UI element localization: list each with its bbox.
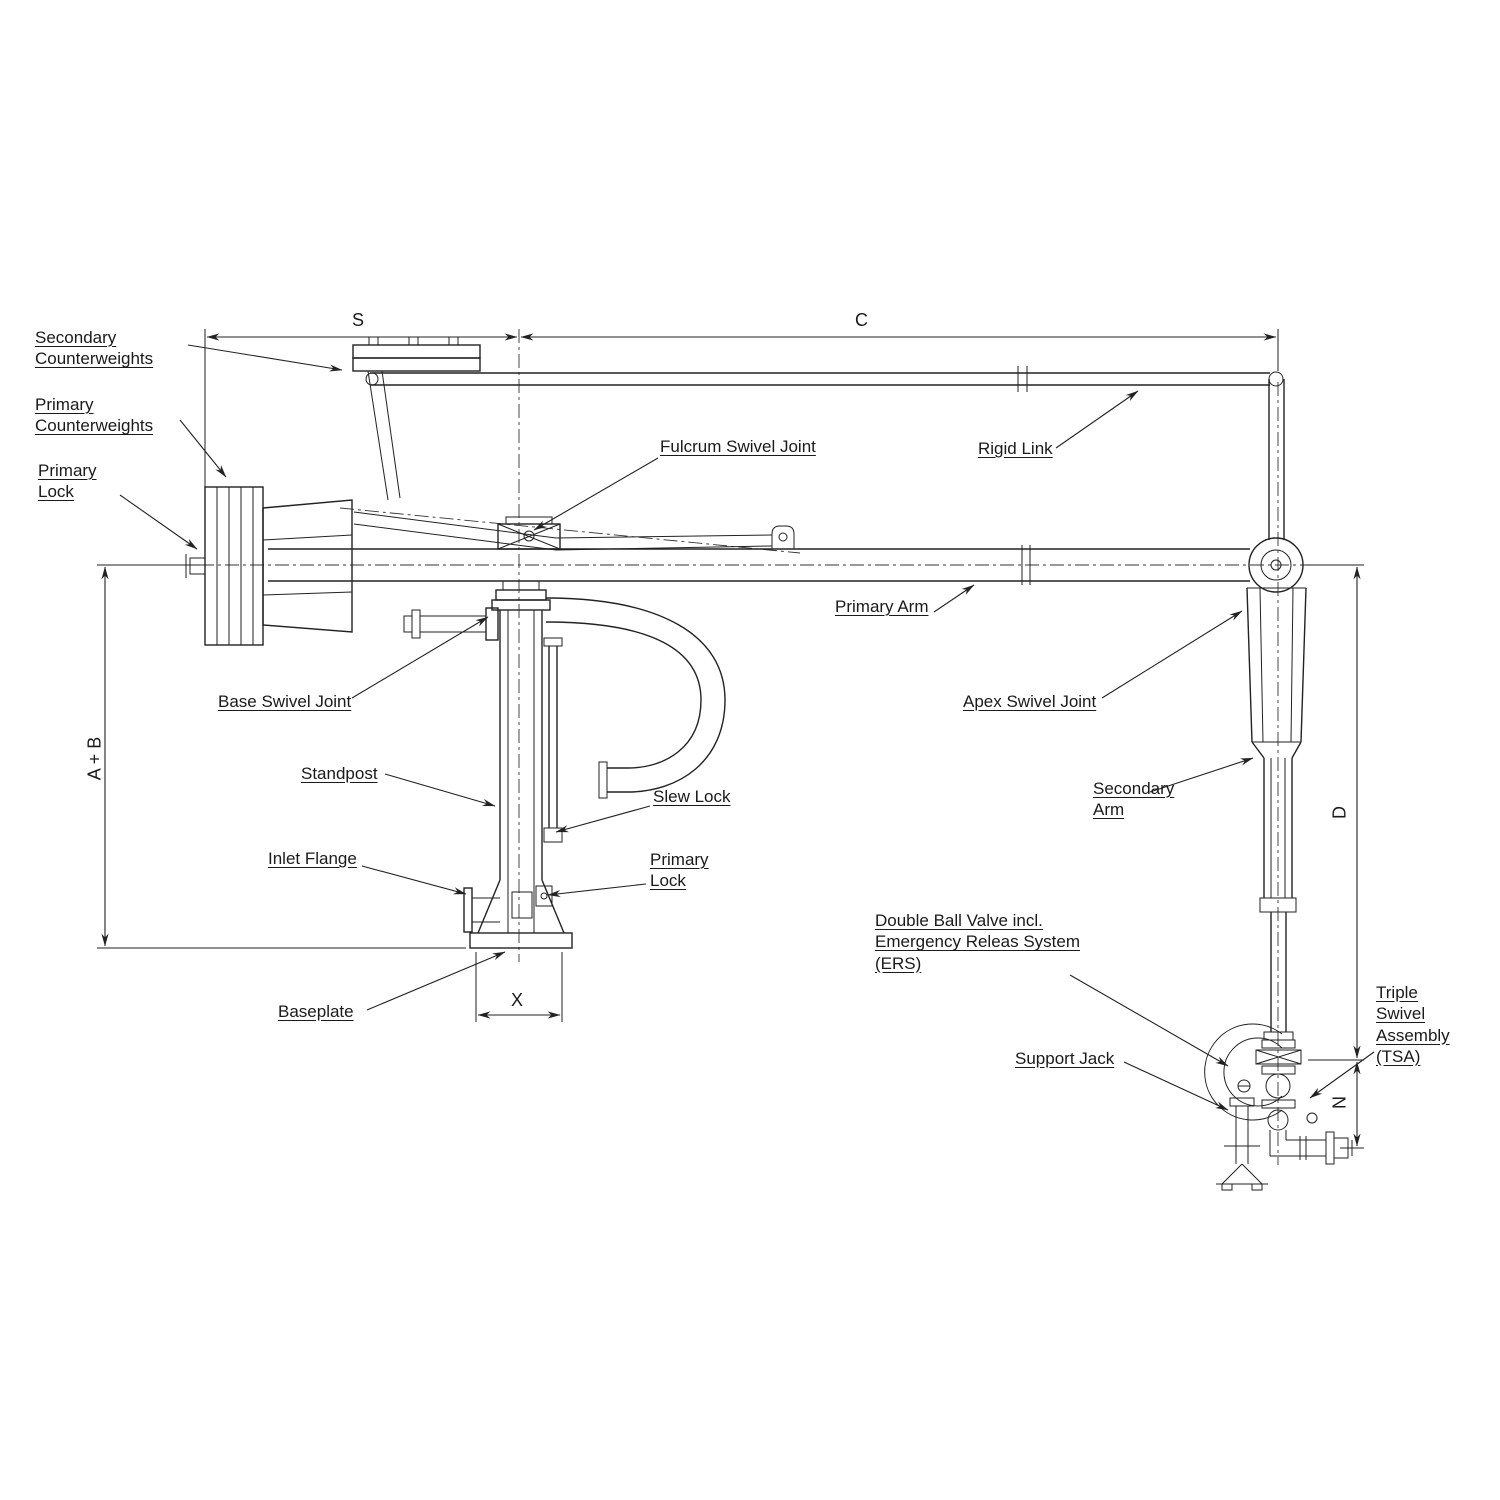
label-baseplate: Baseplate	[278, 1002, 354, 1021]
label-double-ball-valve: Double Ball Valve incl. Emergency Releas…	[875, 911, 1081, 973]
label-inlet-flange: Inlet Flange	[268, 849, 357, 868]
label-rigid-link: Rigid Link	[978, 439, 1053, 458]
centerlines	[150, 329, 1338, 1165]
label-primary-counterweights: Primary Counterweights	[35, 395, 154, 436]
label-base-swivel-joint: Base Swivel Joint	[218, 692, 352, 711]
rigid-link-drawing	[365, 366, 1285, 540]
leader-lines	[119, 344, 1375, 1111]
label-fulcrum-swivel-joint: Fulcrum Swivel Joint	[660, 437, 816, 456]
label-apex-swivel-joint: Apex Swivel Joint	[963, 692, 1097, 711]
dim-a-plus-b: A + B	[84, 736, 105, 781]
label-secondary-arm: Secondary Arm	[1093, 779, 1175, 820]
standpost-drawing	[403, 580, 726, 949]
apex-swivel-joint-drawing	[1248, 537, 1304, 593]
secondary-arm-drawing	[1246, 587, 1307, 1041]
label-support-jack: Support Jack	[1015, 1049, 1115, 1068]
ers-and-tsa-drawing	[1204, 1023, 1353, 1165]
primary-counterweights-drawing	[185, 486, 353, 646]
label-standpost: Standpost	[301, 764, 378, 783]
label-secondary-counterweights: Secondary Counterweights	[35, 328, 154, 369]
secondary-counterweights-drawing	[352, 336, 481, 501]
primary-arm-drawing	[268, 525, 1250, 585]
label-primary-lock-lower: Primary Lock	[650, 850, 709, 891]
label-triple-swivel-assembly: Triple Swivel Assembly (TSA)	[1376, 983, 1450, 1066]
label-slew-lock: Slew Lock	[653, 787, 731, 806]
dim-s: S	[352, 310, 365, 330]
label-primary-arm: Primary Arm	[835, 597, 929, 616]
label-primary-lock-left: Primary Lock	[38, 461, 97, 502]
support-jack-drawing	[1216, 1097, 1268, 1191]
dim-n: N	[1329, 1096, 1350, 1109]
dim-d: D	[1329, 806, 1350, 819]
dim-x: X	[511, 990, 524, 1010]
pantograph-tie-rods	[353, 511, 773, 551]
dim-c: C	[855, 310, 868, 330]
fulcrum-swivel-joint-drawing	[497, 516, 561, 550]
